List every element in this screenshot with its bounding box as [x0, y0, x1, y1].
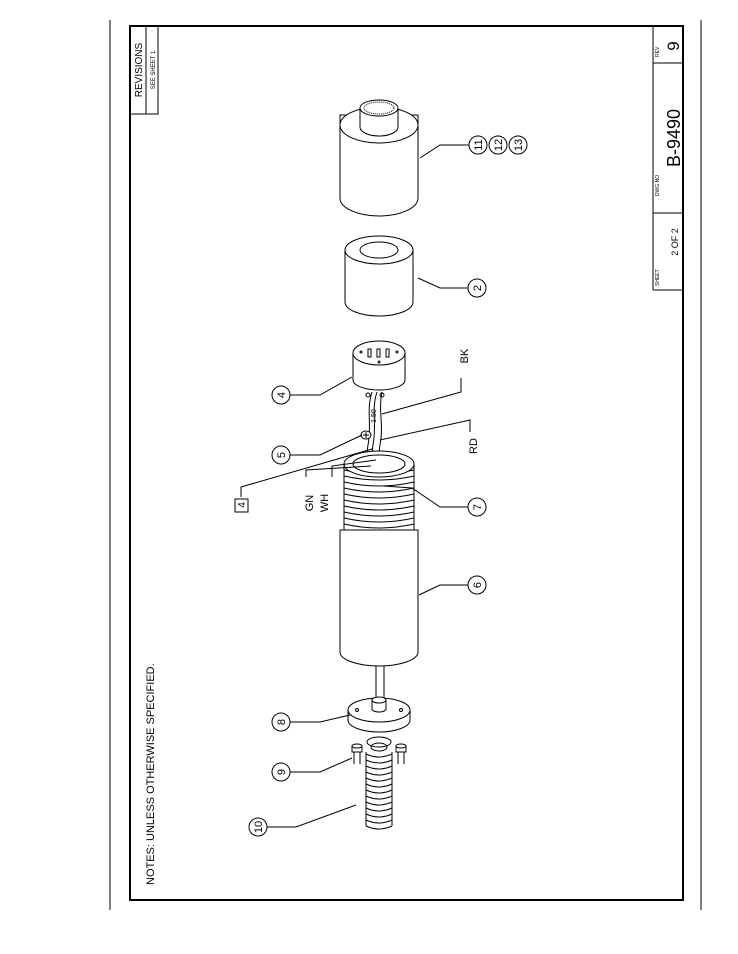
wire-label-bk: BK: [459, 348, 471, 363]
part-spring: [365, 736, 393, 830]
rev-value: 9: [664, 41, 683, 50]
flag-note-4: 4: [234, 498, 249, 513]
svg-text:12: 12: [493, 139, 505, 151]
sheet-label: SHEET: [655, 269, 661, 286]
svg-text:11: 11: [473, 139, 485, 150]
revisions-label: REVISIONS: [134, 42, 145, 97]
svg-text:4: 4: [237, 502, 248, 508]
part-ring: [344, 235, 414, 317]
wire-label-wh: WH: [319, 494, 331, 512]
svg-text:6: 6: [472, 582, 484, 588]
title-block: REV 9 DWG NO B-9490 SHEET 2 OF 2: [652, 26, 684, 291]
part-shaft: [375, 666, 385, 700]
sheet-value: 2 OF 2: [670, 228, 680, 256]
balloon-5: 5: [271, 445, 291, 465]
part-cap-mesh: [339, 99, 419, 217]
revisions-note: SEE SHEET 1: [151, 50, 157, 89]
wire-label-gn: GN: [304, 495, 316, 512]
revisions-block: REVISIONS SEE SHEET 1: [129, 25, 159, 115]
part-screws: [351, 743, 407, 764]
balloon-8: 8: [271, 712, 291, 732]
dwg-no-value: B-9490: [664, 109, 684, 167]
balloon-6: 6: [467, 575, 487, 595]
balloon-10: 10: [248, 817, 268, 837]
svg-text:13: 13: [513, 139, 525, 151]
part-connector: [352, 340, 406, 391]
part-flange: [347, 696, 411, 733]
drawing-border: [129, 25, 684, 901]
balloon-12: 12: [488, 135, 508, 155]
part-housing: [339, 450, 419, 667]
wire-dimension: 1.50: [371, 409, 378, 423]
leader-lines: [240, 144, 471, 828]
item-balloons: 11 12 13 2 4 5 7 6: [248, 135, 528, 837]
svg-text:4: 4: [276, 392, 288, 398]
svg-text:5: 5: [276, 452, 288, 458]
balloon-7: 7: [467, 497, 487, 517]
svg-text:8: 8: [276, 719, 288, 725]
thread-lines: [343, 469, 415, 529]
balloon-11: 11: [468, 135, 488, 155]
svg-text:10: 10: [253, 821, 265, 833]
balloon-2: 2: [467, 278, 487, 298]
dwg-no-label: DWG NO: [655, 175, 661, 196]
balloon-4: 4: [271, 385, 291, 405]
balloon-9: 9: [271, 762, 291, 782]
svg-text:2: 2: [472, 285, 484, 291]
balloon-13: 13: [508, 135, 528, 155]
rev-label: REV: [655, 46, 661, 57]
wire-label-rd: RD: [468, 438, 480, 454]
notes-text: NOTES: UNLESS OTHERWISE SPECIFIED.: [145, 663, 157, 885]
svg-text:7: 7: [472, 504, 484, 510]
svg-text:9: 9: [276, 769, 288, 775]
